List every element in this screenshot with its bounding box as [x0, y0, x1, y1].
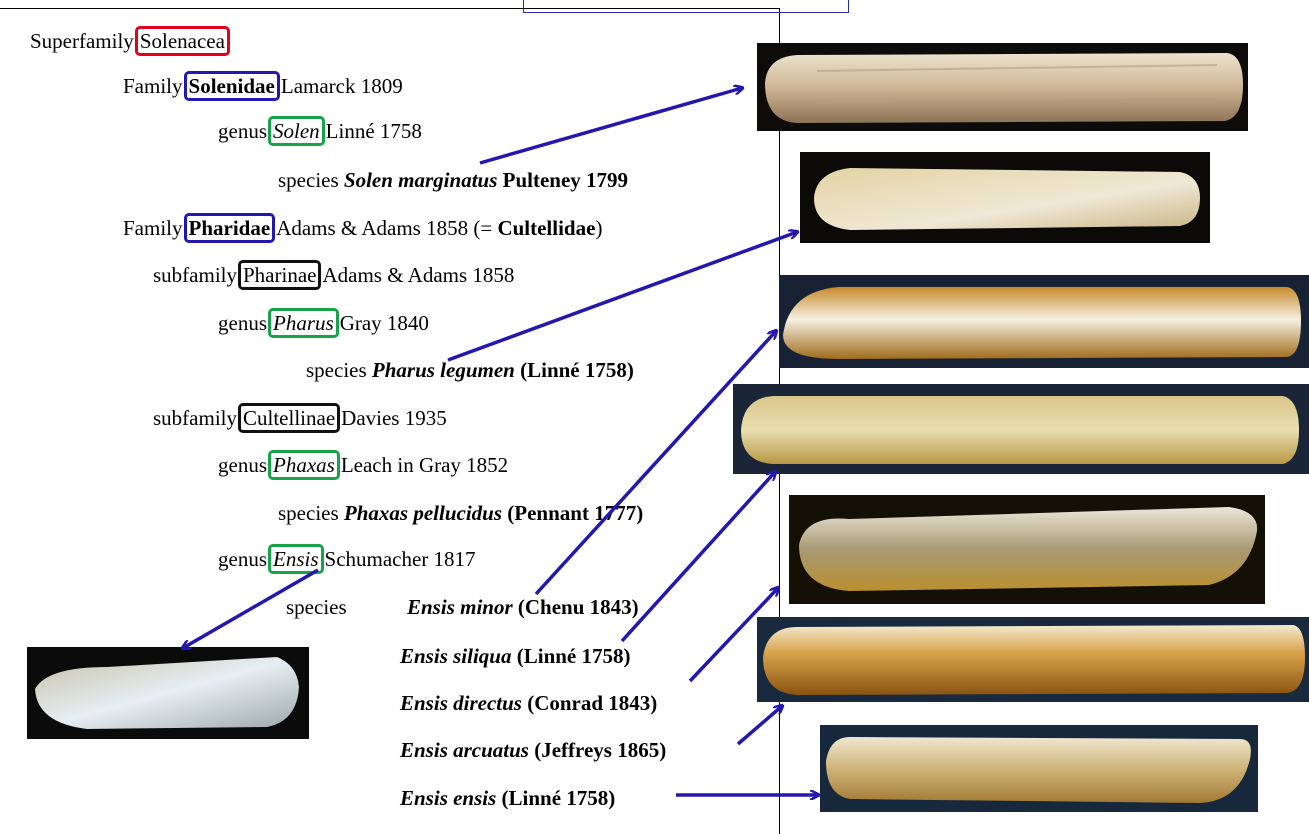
arrow-phaxas-pellucidus [183, 570, 318, 648]
arrow-ensis-arcuatus [738, 706, 782, 744]
arrow-solen-marginatus [480, 88, 742, 163]
arrow-pharus-legumen [448, 232, 797, 360]
arrow-ensis-directus [690, 588, 778, 681]
arrow-ensis-minor [536, 331, 776, 594]
